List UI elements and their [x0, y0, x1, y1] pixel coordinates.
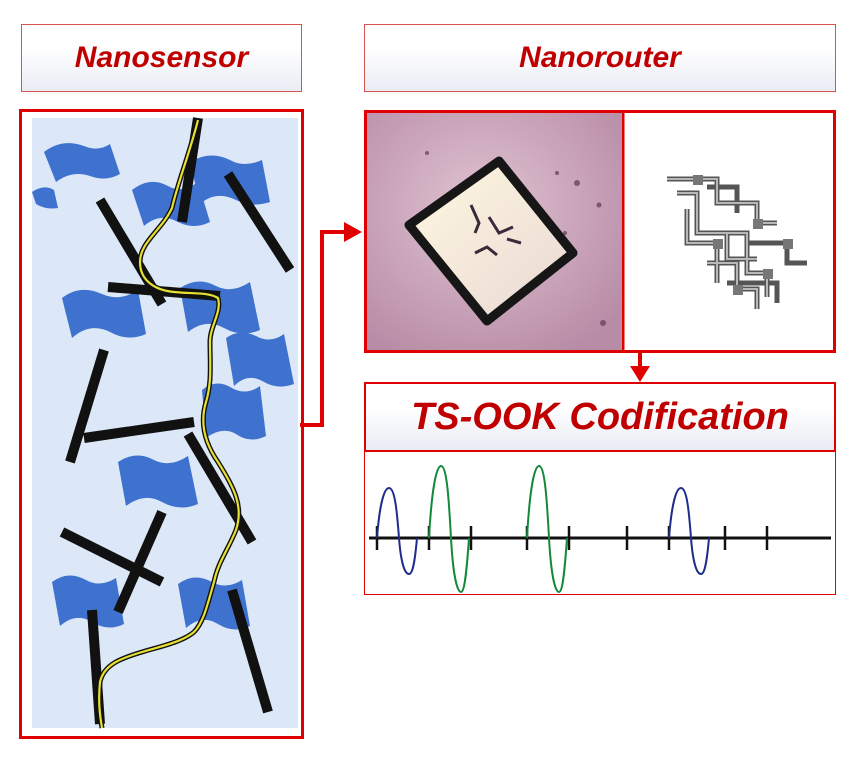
tsook-codification-title: TS-OOK Codification [364, 382, 836, 452]
flake [118, 455, 198, 508]
nanotube [223, 171, 295, 273]
nanotube [183, 431, 257, 545]
nanorouter-title: Nanorouter [364, 24, 836, 92]
sensor-to-router-arrowhead [344, 222, 362, 242]
tsook-signal-plot [369, 464, 831, 594]
carbon-nanotubes [59, 117, 295, 725]
nanotube [113, 509, 167, 615]
nanosensor-title: Nanosensor [21, 24, 302, 92]
nanosensor-panel [19, 109, 304, 739]
nanotube [65, 348, 109, 464]
flake [44, 143, 120, 182]
nanorouter-panel [364, 110, 836, 353]
nanotube [59, 527, 165, 587]
flake [32, 187, 58, 209]
flake [202, 383, 266, 440]
nanotube [83, 417, 195, 443]
pulse-one-first [376, 486, 418, 576]
pulse-zero-first [428, 464, 470, 594]
pulse-one-second [668, 486, 710, 576]
conduction-path [98, 119, 240, 729]
sensor-to-router-line [300, 230, 344, 427]
flake [52, 575, 124, 628]
router-to-tsook-arrowhead [630, 366, 650, 382]
tsook-signal-panel [364, 452, 836, 595]
graphene-flakes [32, 143, 294, 630]
pulse-zero-second [526, 464, 568, 594]
flake [62, 289, 146, 338]
nanotube [227, 588, 273, 714]
flake [226, 332, 294, 387]
nanorouter-illustration [367, 113, 833, 350]
circuit-nodes [693, 175, 793, 295]
crystal-nanostructure [404, 156, 578, 326]
nanosensor-illustration [32, 117, 298, 729]
crystal-inclusions [469, 204, 522, 257]
microscope-specks [425, 151, 606, 326]
